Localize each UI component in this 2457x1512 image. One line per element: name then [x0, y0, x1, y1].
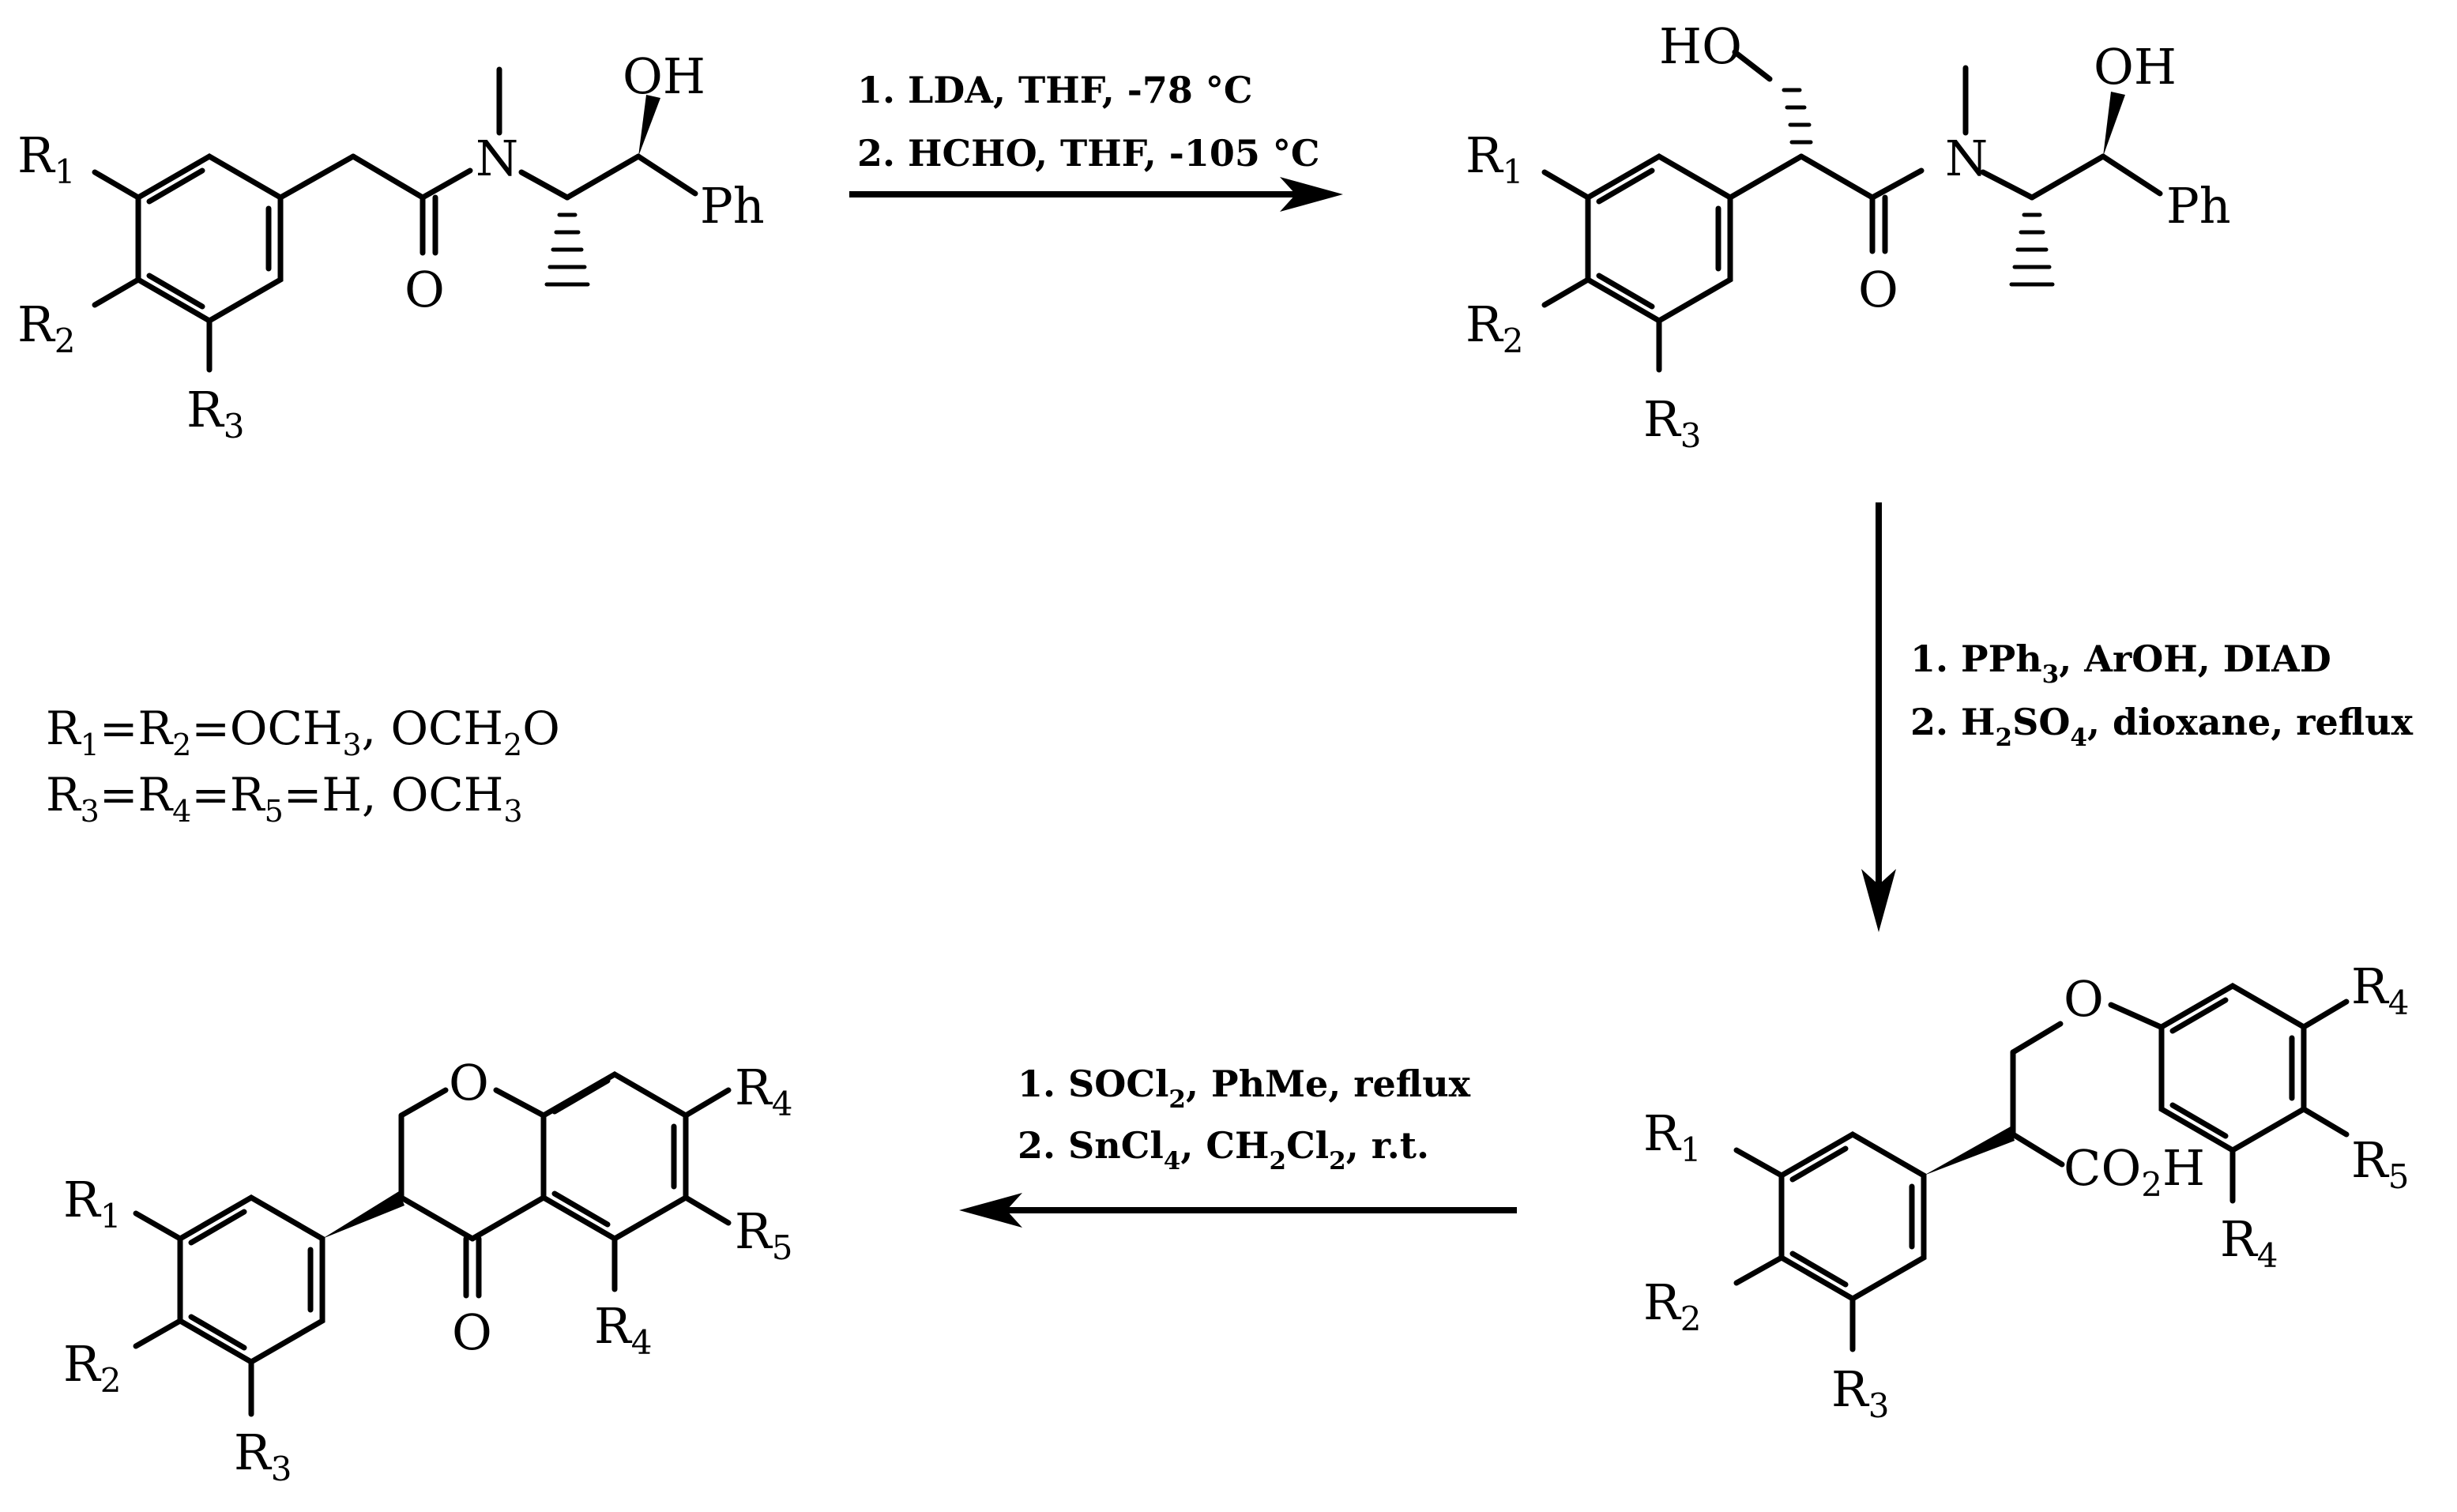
step1-arrow: [849, 177, 1343, 212]
p2-label-o: O: [2064, 970, 2104, 1028]
p3-label-ring-o: O: [449, 1054, 489, 1111]
p3-label-r5: R5: [735, 1202, 792, 1267]
r-group-definition-1: R1=R2=OCH3, OCH2O: [46, 701, 560, 762]
step1-condition-2: 2. HCHO, THF, -105 °C: [857, 132, 1320, 175]
step1-condition-1: 1. LDA, THF, -78 °C: [857, 69, 1253, 111]
p1-label-ph: Ph: [2166, 177, 2231, 235]
p3-wedge-bond: [322, 1191, 404, 1239]
p1-label-ho: HO: [1659, 17, 1742, 75]
step3-arrow: [959, 1193, 1517, 1228]
p2-label-co2h: CO2H: [2064, 1139, 2205, 1204]
aryloxy-propanoic-acid-structure: O CO2H R1 R2 R3 R4 R5 R4: [1643, 957, 2409, 1425]
p2-label-r1: R1: [1643, 1104, 1701, 1169]
sm-label-oh: OH: [623, 47, 705, 105]
p1-label-r1: R1: [1466, 126, 1523, 191]
p2-wedge-bond: [1924, 1126, 2015, 1175]
step2-condition-1: 1. PPh3, ArOH, DIAD: [1910, 638, 2331, 689]
p1-label-r3: R3: [1643, 390, 1701, 455]
p2-label-r5: R5: [2351, 1131, 2409, 1196]
p3-label-r4-bottom: R4: [594, 1297, 652, 1362]
sm-label-ph: Ph: [700, 177, 765, 235]
p2-acid-chain: [2010, 1002, 2164, 1168]
sm-label-o: O: [404, 261, 445, 318]
sm-label-r1: R1: [17, 126, 75, 191]
p3-label-r4-top: R4: [735, 1059, 792, 1123]
p1-label-n: N: [1945, 130, 1988, 187]
p3-label-r1: R1: [63, 1171, 121, 1236]
sm-benzene-ring: [135, 152, 284, 325]
p2-substituent-bonds-b: [2229, 999, 2350, 1204]
p1-benzene-ring: [1585, 152, 1733, 325]
p1-wedge-oh-bond: [2103, 92, 2125, 156]
starting-material-structure: R1 R2 R3 N O OH Ph: [17, 47, 765, 446]
p3-substituent-bonds-b: [611, 1087, 732, 1292]
step3-condition-1: 1. SOCl2, PhMe, reflux: [1018, 1063, 1471, 1114]
p3-label-r2: R2: [63, 1335, 121, 1400]
p1-label-r2: R2: [1466, 295, 1523, 360]
p2-label-r4-top: R4: [2351, 957, 2409, 1022]
p2-label-r3: R3: [1831, 1360, 1889, 1425]
step2-arrow: [1861, 502, 1896, 932]
p3-substituent-bonds-a: [133, 1210, 254, 1417]
p3-benzene-ring-b: [540, 1070, 689, 1243]
p2-label-r4-bottom: R4: [2220, 1210, 2278, 1275]
p3-benzene-ring-a: [177, 1194, 325, 1366]
p1-substituent-bonds: [1541, 169, 1662, 373]
sm-amide-chain: [277, 66, 698, 256]
sm-label-r3: R3: [186, 381, 244, 446]
p3-chromanone-ring: [398, 1087, 547, 1299]
sm-wedge-oh-bond: [638, 95, 660, 156]
step2-condition-2: 2. H2SO4, dioxane, reflux: [1910, 701, 2414, 752]
p1-hashed-wedge-ch2oh: [1782, 88, 1813, 145]
sm-label-r2: R2: [17, 295, 75, 360]
p2-benzene-ring-a: [1778, 1130, 1927, 1303]
p2-label-r2: R2: [1643, 1273, 1701, 1338]
p1-label-oh: OH: [2094, 38, 2177, 96]
step3-condition-2: 2. SnCl4, CH2Cl2, r.t.: [1018, 1124, 1429, 1175]
p2-benzene-ring-b: [2158, 982, 2307, 1154]
isoflavanone-structure: O O R1 R2 R3 R4 R5 R4: [63, 1054, 792, 1488]
hydroxymethyl-amide-structure: HO R1 R2 R3 N O OH Ph: [1466, 17, 2231, 455]
p1-hashed-wedge-methyl: [2009, 213, 2055, 287]
p2-substituent-bonds-a: [1733, 1147, 1856, 1352]
p3-label-keto-o: O: [452, 1303, 492, 1361]
p1-amide-chain: [1727, 49, 2163, 254]
p3-label-r3: R3: [234, 1424, 292, 1488]
sm-label-n: N: [476, 130, 518, 187]
p1-label-o: O: [1858, 261, 1898, 318]
r-group-definition-2: R3=R4=R5=H, OCH3: [46, 768, 523, 829]
sm-substituent-bonds: [92, 169, 213, 373]
sm-hashed-wedge-methyl: [544, 213, 590, 287]
